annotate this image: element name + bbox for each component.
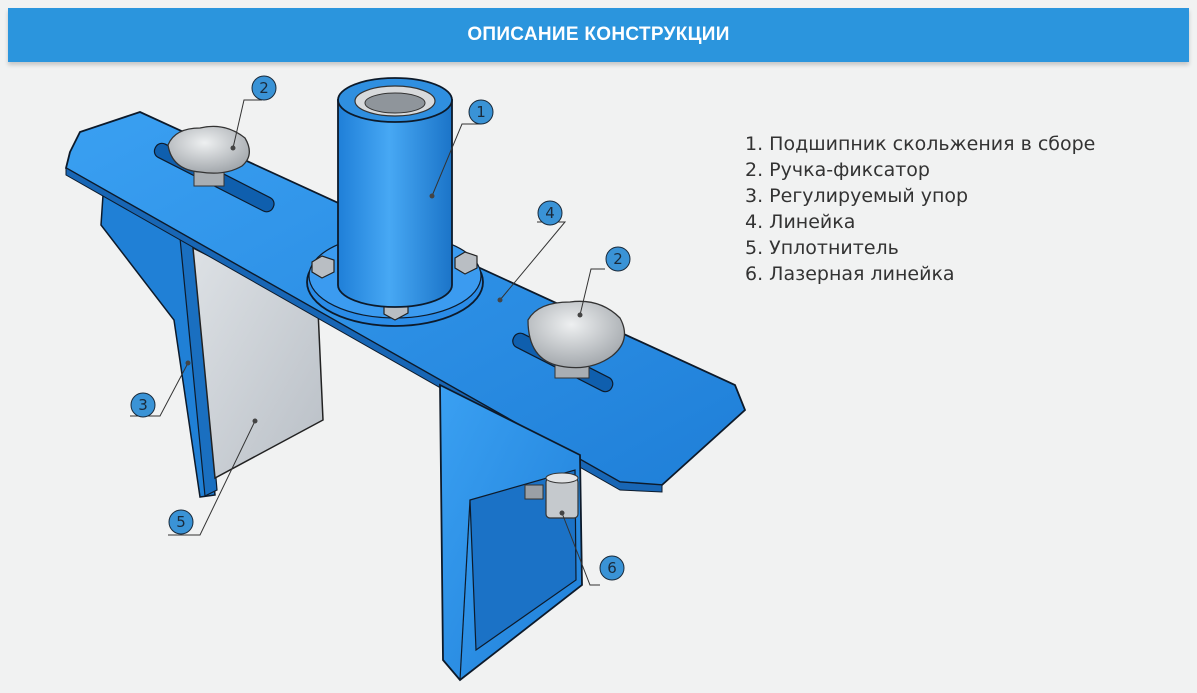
- legend-item: 4. Линейка: [745, 211, 856, 233]
- legend-item: 3. Регулируемый упор: [745, 185, 969, 207]
- bearing-tube: [337, 77, 453, 308]
- callout-3: 3: [130, 392, 156, 418]
- header-bar: ОПИСАНИЕ КОНСТРУКЦИИ: [8, 8, 1189, 62]
- parts-legend: 1. Подшипник скольжения в сборе 2. Ручка…: [745, 131, 1095, 287]
- leader-dots: [185, 145, 583, 516]
- callout-1: 1: [468, 99, 494, 125]
- knob-icon: [527, 300, 626, 379]
- page-title: ОПИСАНИЕ КОНСТРУКЦИИ: [467, 24, 730, 45]
- callout-5: 5: [168, 509, 194, 535]
- svg-text:2: 2: [613, 250, 623, 268]
- legend-item: 1. Подшипник скольжения в сборе: [745, 133, 1096, 155]
- legend-item: 2. Ручка-фиксатор: [745, 159, 930, 181]
- svg-text:1: 1: [476, 103, 486, 121]
- callout-2-left: 2: [251, 75, 277, 101]
- legend-item: 5. Уплотнитель: [745, 237, 899, 259]
- svg-text:4: 4: [545, 204, 555, 222]
- legend-item: 6. Лазерная линейка: [745, 263, 955, 285]
- svg-text:3: 3: [138, 396, 148, 414]
- callout-2-right: 2: [605, 246, 631, 272]
- laser-ruler: [524, 472, 579, 519]
- svg-text:6: 6: [607, 559, 617, 577]
- bolt-icon: [311, 255, 335, 279]
- callout-4: 4: [537, 200, 563, 226]
- svg-text:5: 5: [176, 513, 186, 531]
- bolt-icon: [454, 251, 478, 275]
- svg-text:2: 2: [259, 79, 269, 97]
- callout-6: 6: [599, 555, 625, 581]
- knob-icon: [167, 125, 250, 187]
